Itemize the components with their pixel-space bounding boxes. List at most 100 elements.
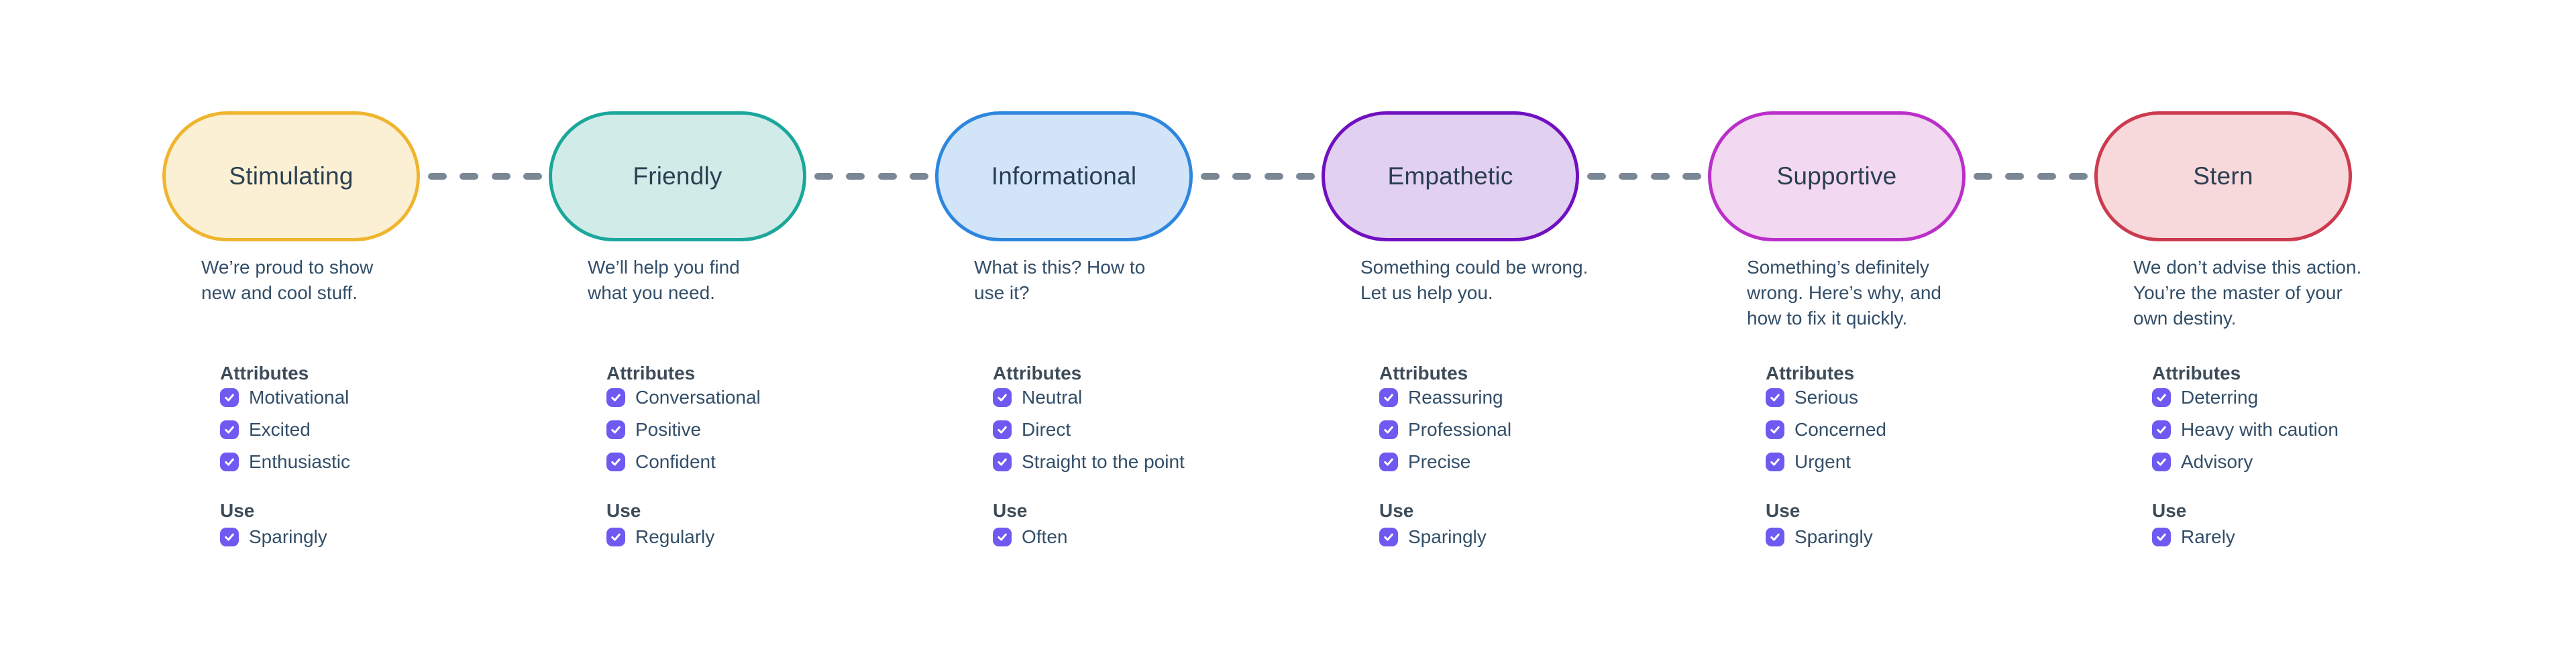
attribute-label: Direct <box>1022 419 1071 440</box>
tone-pill: Informational <box>935 111 1193 241</box>
tone-description: Something could be wrong. Let us help yo… <box>1360 257 1589 303</box>
attribute-item: Conversational <box>606 381 761 414</box>
checkbox-checked-icon[interactable] <box>2152 388 2171 407</box>
checkbox-checked-icon[interactable] <box>220 420 239 439</box>
tone-pill: Supportive <box>1708 111 1966 241</box>
use-label: Sparingly <box>1408 526 1487 547</box>
tone-pill: Empathetic <box>1322 111 1579 241</box>
attribute-item: Urgent <box>1766 446 1886 478</box>
checkbox-checked-icon[interactable] <box>993 528 1012 546</box>
use-list: Sparingly <box>1766 521 1873 553</box>
attribute-item: Advisory <box>2152 446 2339 478</box>
connector-dash <box>1974 173 1992 180</box>
attribute-label: Urgent <box>1794 451 1851 472</box>
tone-pill-label: Empathetic <box>1387 162 1513 190</box>
tone-description: What is this? How to use it? <box>974 257 1146 303</box>
attribute-label: Conversational <box>635 387 761 408</box>
use-item: Often <box>993 521 1067 553</box>
attribute-item: Motivational <box>220 381 350 414</box>
attributes-list: Neutral Direct Straight to the point <box>993 381 1185 478</box>
checkbox-checked-icon[interactable] <box>606 453 625 471</box>
attribute-label: Deterring <box>2181 387 2259 408</box>
dashed-connector <box>1587 173 1701 180</box>
connector-dash <box>428 173 447 180</box>
tone-pill-label: Stern <box>2193 162 2253 190</box>
checkbox-checked-icon[interactable] <box>606 388 625 407</box>
checkbox-checked-icon[interactable] <box>2152 453 2171 471</box>
attributes-list: Conversational Positive Confident <box>606 381 761 478</box>
use-heading: Use <box>220 500 255 521</box>
use-heading: Use <box>2152 500 2187 521</box>
checkbox-checked-icon[interactable] <box>606 420 625 439</box>
checkbox-checked-icon[interactable] <box>1766 388 1784 407</box>
attribute-label: Precise <box>1408 451 1471 472</box>
checkbox-checked-icon[interactable] <box>2152 420 2171 439</box>
tone-description: We’ll help you find what you need. <box>588 257 740 303</box>
use-item: Sparingly <box>1379 521 1487 553</box>
attribute-item: Excited <box>220 414 350 446</box>
checkbox-checked-icon[interactable] <box>1766 453 1784 471</box>
use-item: Sparingly <box>220 521 327 553</box>
connector-dash <box>846 173 865 180</box>
attribute-label: Enthusiastic <box>249 451 350 472</box>
checkbox-checked-icon[interactable] <box>2152 528 2171 546</box>
attribute-item: Neutral <box>993 381 1185 414</box>
use-list: Regularly <box>606 521 714 553</box>
use-heading: Use <box>1766 500 1801 521</box>
attributes-heading: Attributes <box>2152 363 2241 384</box>
checkbox-checked-icon[interactable] <box>993 453 1012 471</box>
dashed-connector <box>428 173 542 180</box>
tone-pill-label: Supportive <box>1776 162 1897 190</box>
checkbox-checked-icon[interactable] <box>220 453 239 471</box>
use-heading: Use <box>606 500 641 521</box>
use-list: Sparingly <box>1379 521 1487 553</box>
tone-card-friendly: Friendly We’ll help you find what you ne… <box>549 0 935 649</box>
use-label: Regularly <box>635 526 715 547</box>
attribute-label: Serious <box>1794 387 1858 408</box>
attributes-list: Serious Concerned Urgent <box>1766 381 1886 478</box>
attribute-item: Heavy with caution <box>2152 414 2339 446</box>
use-label: Often <box>1022 526 1068 547</box>
checkbox-checked-icon[interactable] <box>220 388 239 407</box>
checkbox-checked-icon[interactable] <box>1766 528 1784 546</box>
attributes-list: Reassuring Professional Precise <box>1379 381 1511 478</box>
attributes-heading: Attributes <box>1379 363 1468 384</box>
tone-pill: Friendly <box>549 111 806 241</box>
attribute-item: Reassuring <box>1379 381 1511 414</box>
attribute-item: Straight to the point <box>993 446 1185 478</box>
checkbox-checked-icon[interactable] <box>1379 420 1398 439</box>
checkbox-checked-icon[interactable] <box>606 528 625 546</box>
attribute-item: Direct <box>993 414 1185 446</box>
tone-card-empathetic: Empathetic Something could be wrong. Let… <box>1322 0 1708 649</box>
attributes-heading: Attributes <box>220 363 309 384</box>
attribute-label: Straight to the point <box>1022 451 1185 472</box>
attributes-heading: Attributes <box>1766 363 1855 384</box>
attribute-item: Positive <box>606 414 761 446</box>
checkbox-checked-icon[interactable] <box>1379 453 1398 471</box>
attributes-heading: Attributes <box>606 363 696 384</box>
connector-dash <box>2037 173 2056 180</box>
connector-dash <box>1682 173 1701 180</box>
tone-description: We don’t advise this action. You’re the … <box>2133 257 2362 329</box>
connector-dash <box>460 173 479 180</box>
checkbox-checked-icon[interactable] <box>1379 528 1398 546</box>
connector-dash <box>1264 173 1283 180</box>
use-item: Rarely <box>2152 521 2235 553</box>
checkbox-checked-icon[interactable] <box>1766 420 1784 439</box>
use-heading: Use <box>1379 500 1414 521</box>
tone-pill: Stern <box>2094 111 2352 241</box>
checkbox-checked-icon[interactable] <box>993 388 1012 407</box>
checkbox-checked-icon[interactable] <box>993 420 1012 439</box>
tone-card-stimulating: Stimulating We’re proud to show new and … <box>162 0 549 649</box>
use-item: Sparingly <box>1766 521 1873 553</box>
connector-dash <box>1201 173 1220 180</box>
attribute-item: Serious <box>1766 381 1886 414</box>
connector-dash <box>523 173 542 180</box>
checkbox-checked-icon[interactable] <box>220 528 239 546</box>
tone-pill: Stimulating <box>162 111 420 241</box>
checkbox-checked-icon[interactable] <box>1379 388 1398 407</box>
dashed-connector <box>1201 173 1315 180</box>
tone-pill-label: Informational <box>991 162 1137 190</box>
attribute-label: Professional <box>1408 419 1512 440</box>
